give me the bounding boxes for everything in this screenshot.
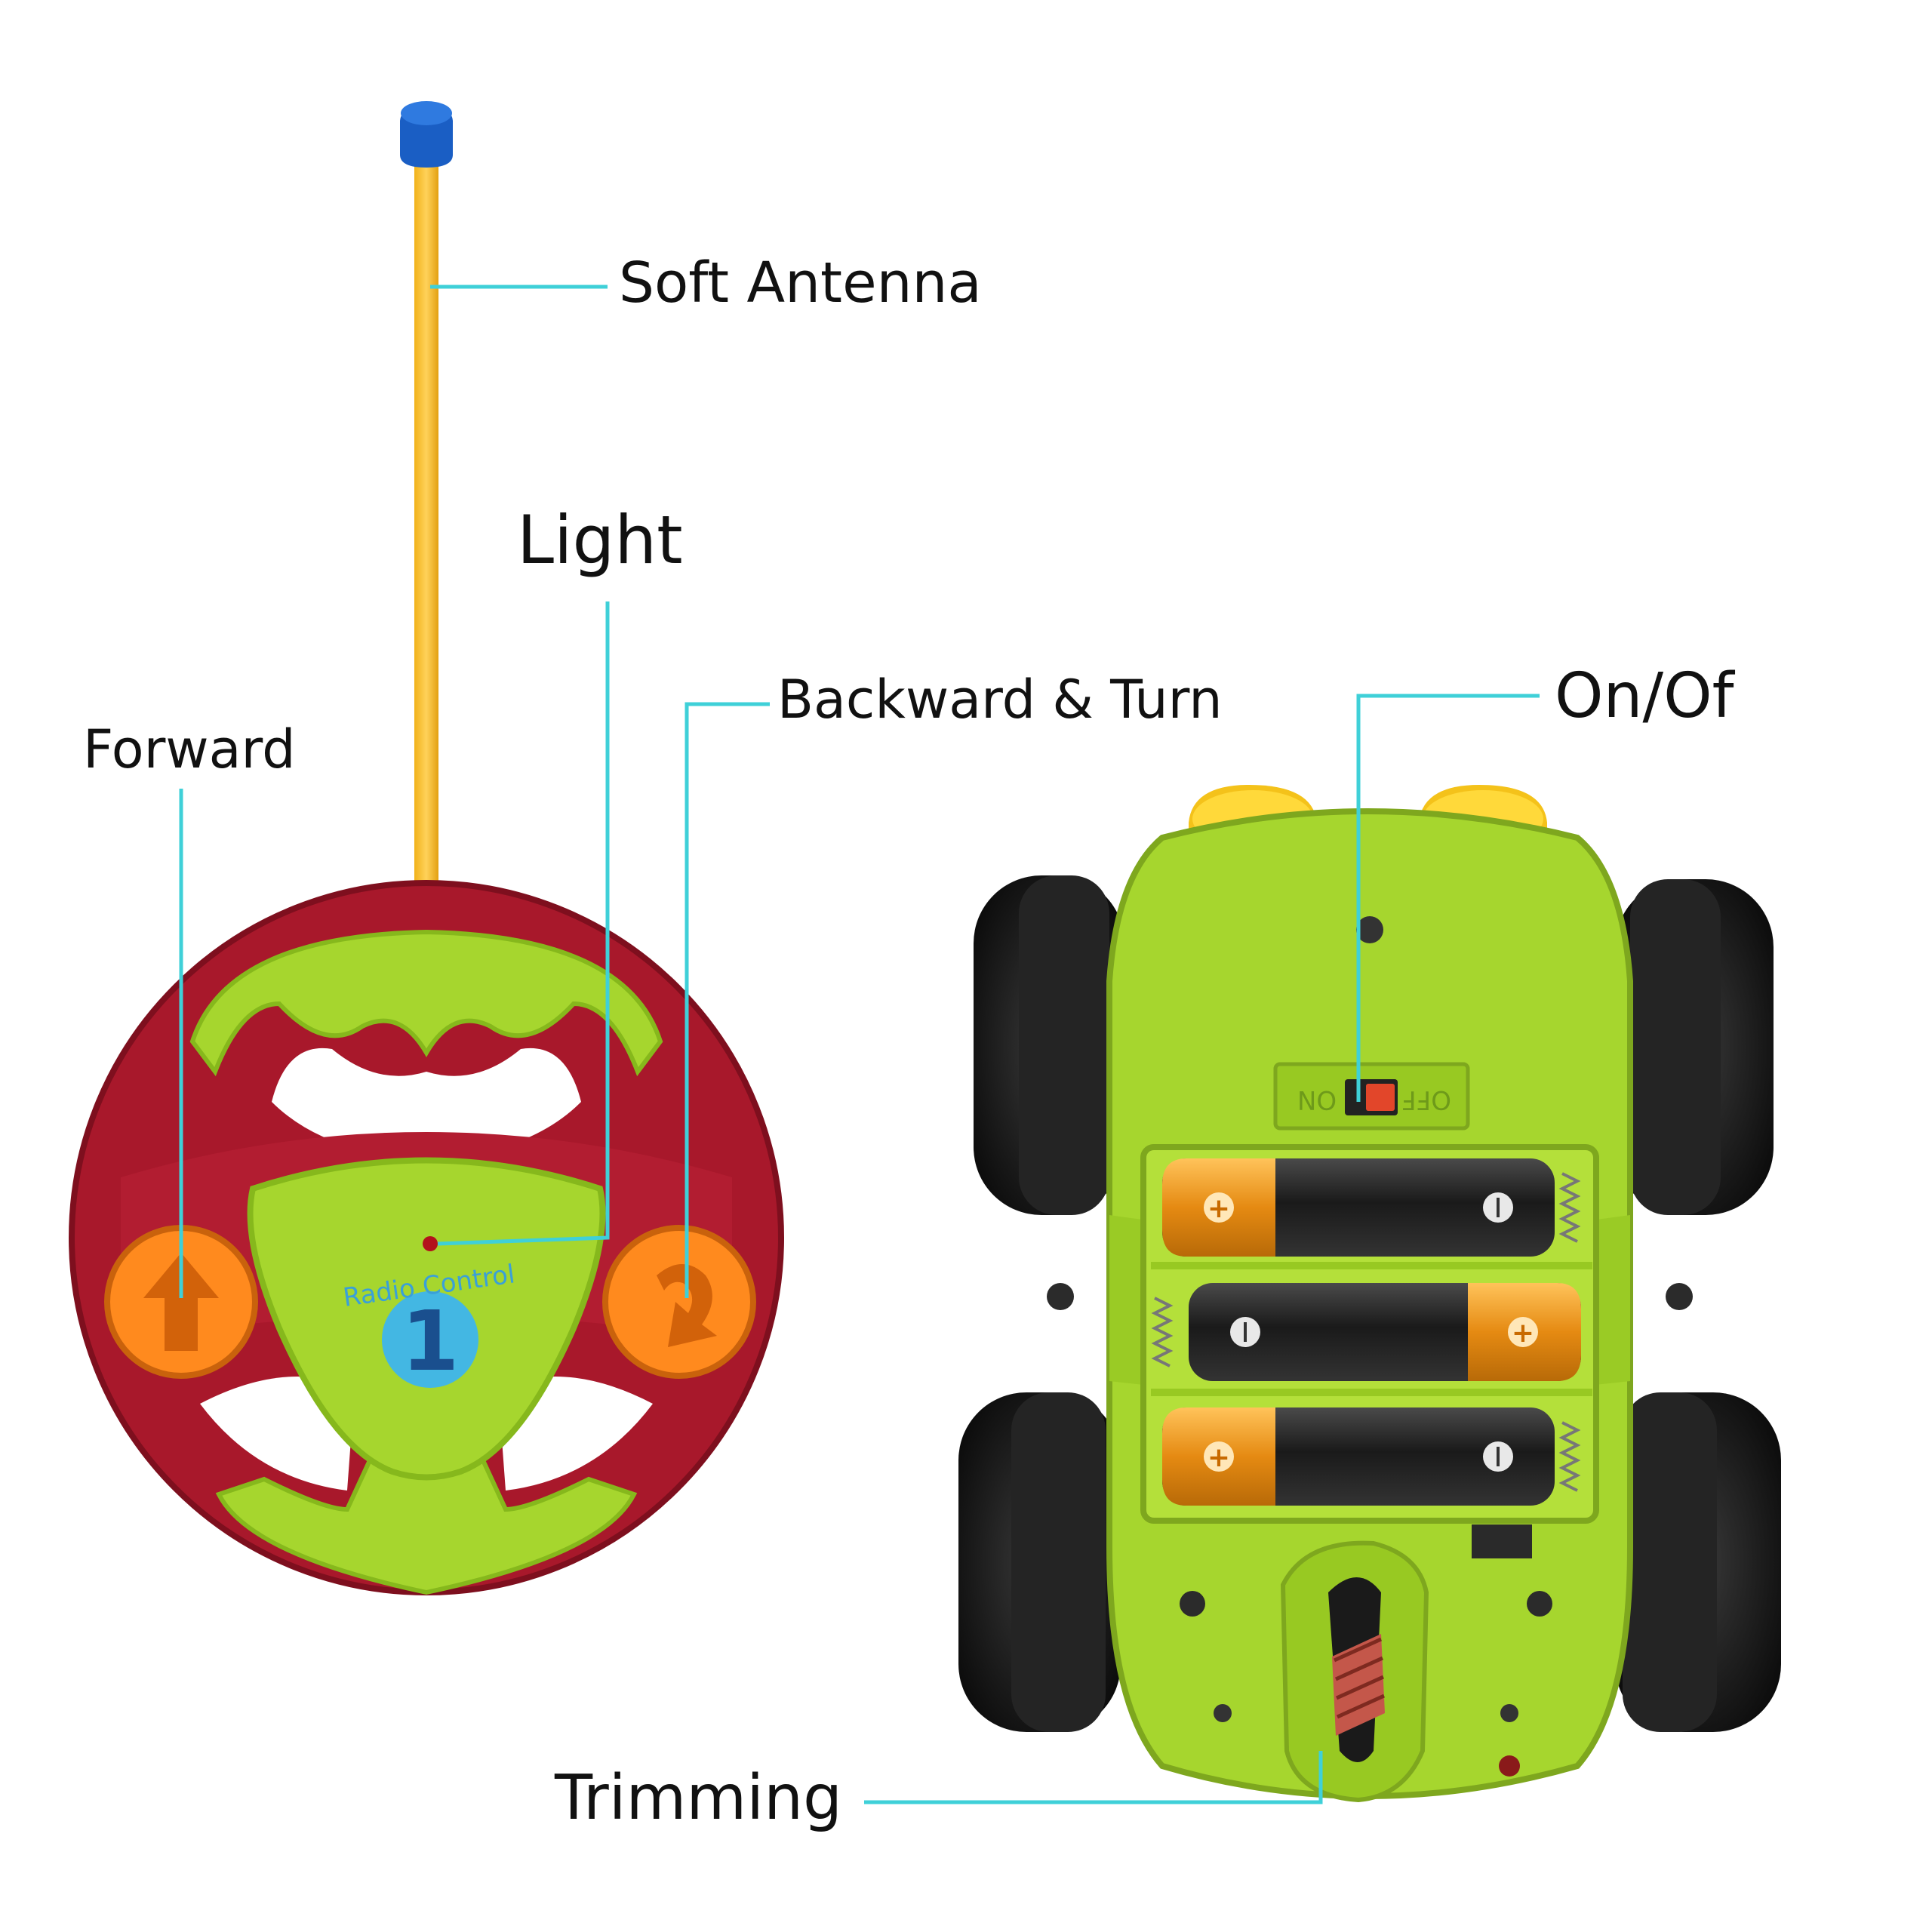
badge-number: 1 xyxy=(401,1293,460,1389)
switch-label-on: ON xyxy=(1297,1084,1337,1115)
battery-3: + xyxy=(1162,1407,1555,1506)
up-arrow-icon xyxy=(143,1253,219,1351)
label-backward-turn: Backward & Turn xyxy=(777,669,1223,731)
tire-rear-right xyxy=(1615,1392,1781,1732)
label-forward: Forward xyxy=(83,718,296,780)
battery-1: + xyxy=(1162,1158,1555,1257)
trimming-knob[interactable] xyxy=(1280,1540,1429,1803)
svg-text:+: + xyxy=(1208,1193,1230,1224)
battery-2: + xyxy=(1189,1283,1581,1381)
backward-turn-button[interactable] xyxy=(602,1225,756,1379)
label-soft-antenna: Soft Antenna xyxy=(619,251,982,315)
power-switch[interactable]: ON OFF xyxy=(1273,1062,1470,1131)
toy-car: ON OFF + + + xyxy=(958,785,1781,1803)
leader-trimming xyxy=(864,1751,1323,1804)
badge-circle xyxy=(382,1291,478,1388)
label-light: Light xyxy=(517,501,683,579)
u-turn-arrow-icon xyxy=(657,1264,717,1347)
leader-backward xyxy=(685,702,770,1298)
switch-label-off: OFF xyxy=(1401,1084,1451,1115)
leader-lines xyxy=(179,285,1540,1804)
light-led xyxy=(423,1236,438,1251)
tire-rear-left xyxy=(958,1392,1121,1732)
tire-front-left xyxy=(974,875,1124,1215)
leader-onoff xyxy=(1356,694,1540,1102)
remote-control: 1 Radio Control xyxy=(69,101,784,1595)
tire-front-right xyxy=(1615,879,1774,1215)
label-on-off: On/Of xyxy=(1555,660,1734,732)
svg-text:+: + xyxy=(1512,1318,1534,1349)
label-trimming: Trimming xyxy=(555,1762,843,1834)
svg-text:+: + xyxy=(1208,1442,1230,1473)
leader-light xyxy=(437,601,610,1246)
forward-button[interactable] xyxy=(104,1225,258,1379)
antenna xyxy=(400,101,453,940)
wheel-bottom-grip xyxy=(215,1458,638,1595)
wheel-top-grip xyxy=(189,929,663,1077)
